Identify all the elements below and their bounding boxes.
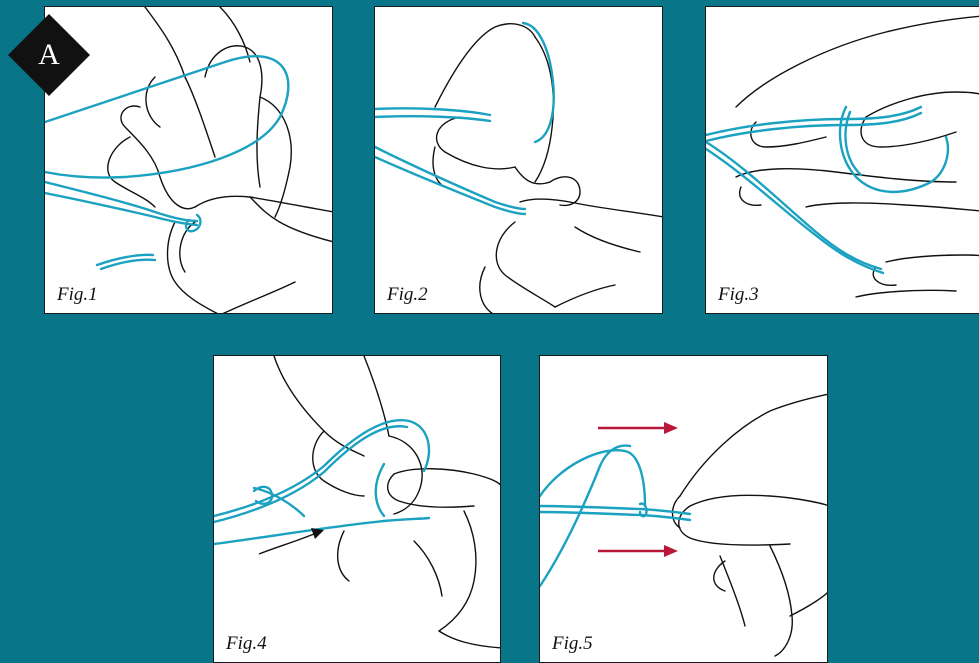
figure-panel-3: Fig.3 [705,6,979,314]
hand-outline [274,356,501,648]
step-badge: A [6,12,92,98]
figure-caption: Fig.5 [552,634,593,653]
fig4-illustration [214,356,501,663]
fishing-line [706,107,948,273]
fig3-illustration [706,7,979,314]
badge-letter: A [6,12,92,98]
fishing-line [375,23,554,214]
hand-outline [736,15,979,297]
hand-outline [433,24,663,314]
fishing-line [540,446,690,586]
figure-caption: Fig.4 [226,634,267,653]
hand-outline [108,7,333,314]
hand-outline [673,394,829,656]
pull-arrow-top [598,422,678,434]
fig2-illustration [375,7,663,314]
pull-arrow-bottom [598,545,678,557]
figure-caption: Fig.2 [387,285,428,304]
figure-panel-5: Fig.5 [539,355,828,663]
figure-caption: Fig.3 [718,285,759,304]
figure-panel-4: Fig.4 [213,355,501,663]
figure-panel-2: Fig.2 [374,6,663,314]
fig5-illustration [540,356,828,663]
figure-caption: Fig.1 [57,285,98,304]
